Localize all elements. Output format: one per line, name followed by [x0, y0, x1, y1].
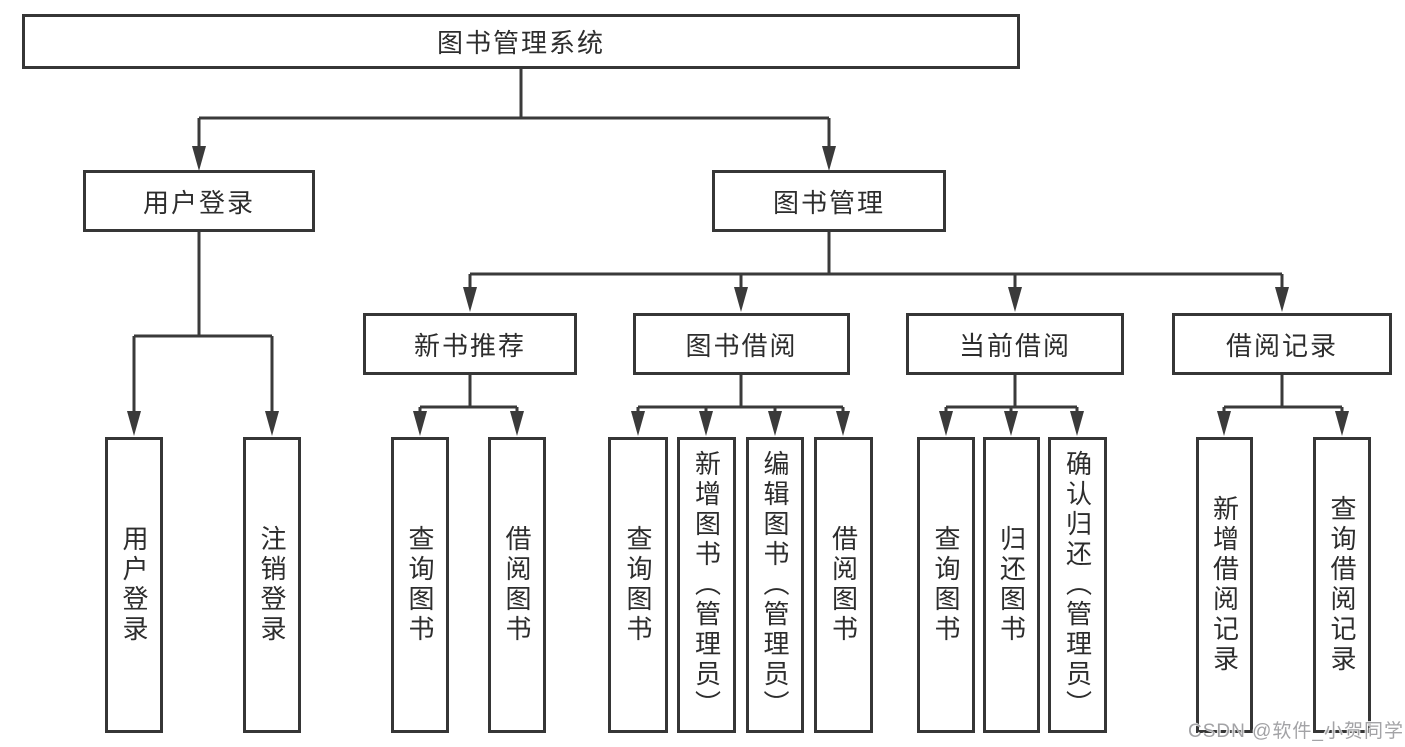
- leaf-bb-add-books-admin-label: 新增图书（管理员）: [691, 450, 722, 720]
- leaf-bb-edit-books-admin-label: 编辑图书（管理员）: [760, 450, 790, 720]
- node-root-label: 图书管理系统: [436, 28, 605, 58]
- node-new-book-recommendation: 新书推荐: [363, 313, 577, 375]
- leaf-cb-return-books: 归还图书: [983, 437, 1040, 733]
- leaf-rec-query-books: 查询图书: [391, 437, 449, 733]
- node-book-management-label: 图书管理: [772, 187, 885, 218]
- leaf-bb-add-books-admin: 新增图书（管理员）: [677, 437, 736, 733]
- node-current-borrowing: 当前借阅: [906, 313, 1124, 375]
- edge-root-to-level2: [197, 69, 831, 152]
- leaf-logout: 注销登录: [243, 437, 301, 733]
- node-book-management: 图书管理: [712, 170, 946, 232]
- leaf-bb-borrow-books-label: 借阅图书: [828, 525, 859, 645]
- leaf-cb-return-books-label: 归还图书: [996, 525, 1027, 645]
- leaf-cb-confirm-return-admin-label: 确认归还（管理员）: [1062, 450, 1093, 720]
- leaf-br-add-record: 新增借阅记录: [1196, 437, 1253, 733]
- leaf-cb-query-books-label: 查询图书: [931, 525, 961, 645]
- node-user-login-label: 用户登录: [142, 187, 255, 218]
- csdn-watermark: CSDN @软件_小贺同学: [1188, 721, 1404, 742]
- leaf-cb-query-books: 查询图书: [917, 437, 975, 733]
- arrowheads: [127, 146, 1349, 436]
- edge-borrow-to-leaves: [636, 375, 845, 418]
- leaf-br-query-record: 查询借阅记录: [1313, 437, 1371, 733]
- node-new-book-recommendation-label: 新书推荐: [413, 330, 526, 361]
- edge-bookmgmt-to-level3: [468, 232, 1284, 294]
- node-current-borrowing-label: 当前借阅: [958, 330, 1071, 361]
- leaf-user-login-label: 用户登录: [119, 525, 149, 645]
- leaf-cb-confirm-return-admin: 确认归还（管理员）: [1048, 437, 1107, 733]
- leaf-rec-borrow-books: 借阅图书: [488, 437, 546, 733]
- node-root: 图书管理系统: [22, 14, 1020, 69]
- node-user-login: 用户登录: [83, 170, 315, 232]
- node-borrowing-records-label: 借阅记录: [1225, 330, 1338, 361]
- edge-rec-to-leaves: [418, 375, 519, 418]
- edge-userlogin-to-leaves: [132, 232, 274, 418]
- leaf-bb-query-books-label: 查询图书: [623, 525, 653, 645]
- leaf-user-login: 用户登录: [105, 437, 163, 733]
- leaf-bb-borrow-books: 借阅图书: [814, 437, 873, 733]
- leaf-bb-query-books: 查询图书: [608, 437, 668, 733]
- leaf-br-query-record-label: 查询借阅记录: [1327, 495, 1357, 675]
- leaf-br-add-record-label: 新增借阅记录: [1209, 495, 1240, 675]
- leaf-bb-edit-books-admin: 编辑图书（管理员）: [746, 437, 804, 733]
- node-borrowing-records: 借阅记录: [1172, 313, 1392, 375]
- node-book-borrowing-label: 图书借阅: [685, 330, 798, 361]
- edge-record-to-leaves: [1222, 375, 1344, 418]
- leaf-rec-query-books-label: 查询图书: [405, 525, 435, 645]
- leaf-logout-label: 注销登录: [257, 525, 287, 645]
- leaf-rec-borrow-books-label: 借阅图书: [502, 525, 532, 645]
- node-book-borrowing: 图书借阅: [633, 313, 850, 375]
